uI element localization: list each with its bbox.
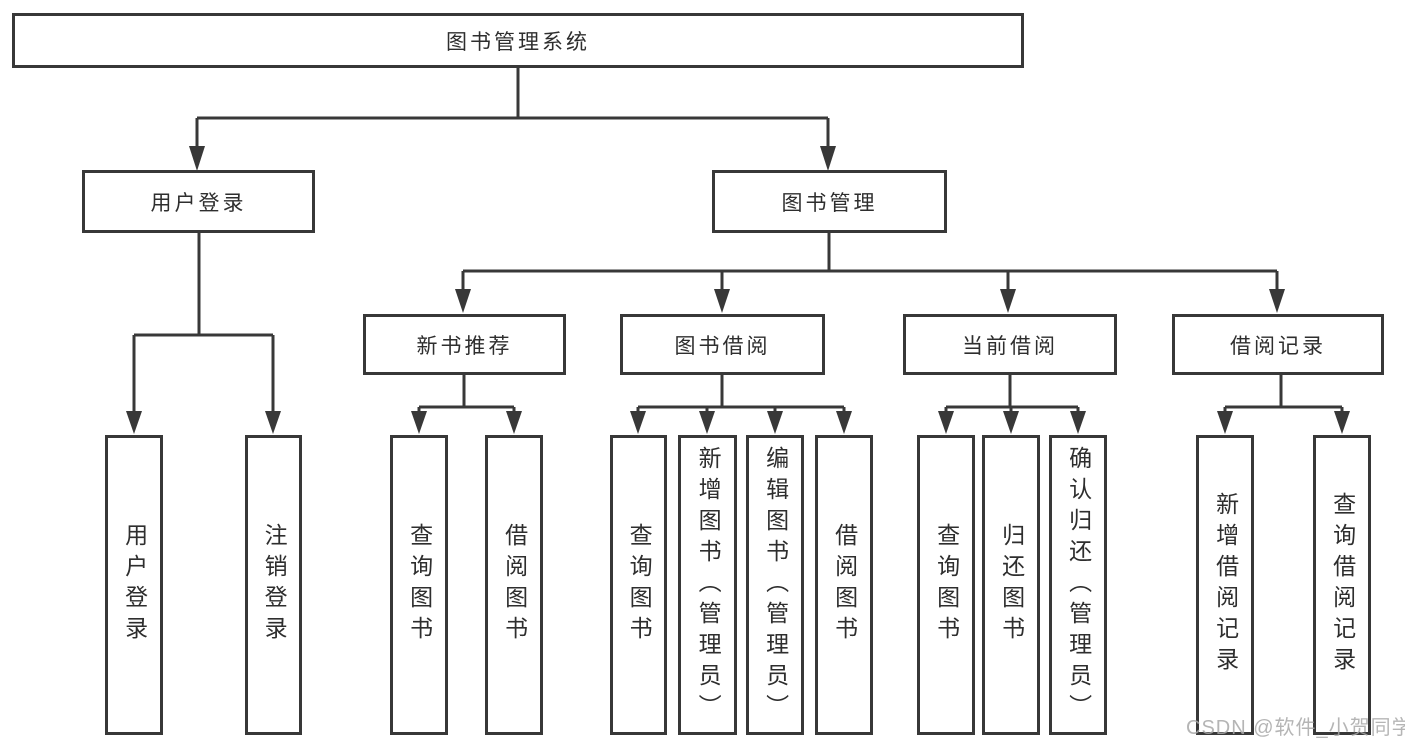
node-book-management: 图书管理 <box>712 170 947 233</box>
node-borrow-books-recommend: 借阅图书 <box>485 435 543 735</box>
node-user-login-leaf: 用户登录 <box>105 435 163 735</box>
node-label: 借阅记录 <box>1230 334 1326 358</box>
node-label: 借阅图书 <box>501 523 528 647</box>
node-label: 查询图书 <box>933 523 960 647</box>
node-query-books-recommend: 查询图书 <box>390 435 448 735</box>
node-label: 当前借阅 <box>962 334 1058 358</box>
node-confirm-return-admin: 确认归还（管理员） <box>1049 435 1107 735</box>
watermark: CSDN @软件_小贺同学 <box>1186 717 1405 739</box>
node-add-borrow-record: 新增借阅记录 <box>1196 435 1254 735</box>
node-label: 图书管理系统 <box>446 30 590 54</box>
node-label: 用户登录 <box>150 191 247 215</box>
node-book-borrowing: 图书借阅 <box>620 314 825 375</box>
node-label: 借阅图书 <box>831 523 858 647</box>
node-label: 图书借阅 <box>674 334 771 358</box>
node-library-management-system: 图书管理系统 <box>12 13 1024 68</box>
node-current-borrowing: 当前借阅 <box>903 314 1117 375</box>
node-query-books-current: 查询图书 <box>917 435 975 735</box>
node-label: 查询图书 <box>626 523 653 647</box>
node-borrowing-records: 借阅记录 <box>1172 314 1384 375</box>
node-label: 图书管理 <box>781 191 878 215</box>
node-add-books-admin: 新增图书（管理员） <box>678 435 737 735</box>
node-label: 查询图书 <box>406 523 433 647</box>
node-logout: 注销登录 <box>245 435 302 735</box>
node-label: 新增图书（管理员） <box>695 445 722 725</box>
node-user-login: 用户登录 <box>82 170 315 233</box>
arrowheads <box>126 146 1350 434</box>
node-label: 用户登录 <box>121 523 148 647</box>
node-borrow-books-leaf: 借阅图书 <box>815 435 873 735</box>
node-query-borrow-record: 查询借阅记录 <box>1313 435 1371 735</box>
node-query-books-borrow: 查询图书 <box>610 435 667 735</box>
node-return-books: 归还图书 <box>982 435 1040 735</box>
node-label: 编辑图书（管理员） <box>762 445 789 725</box>
node-label: 注销登录 <box>261 523 288 647</box>
node-label: 确认归还（管理员） <box>1065 445 1092 725</box>
node-new-book-recommendation: 新书推荐 <box>363 314 566 375</box>
node-label: 新书推荐 <box>416 334 513 358</box>
node-edit-books-admin: 编辑图书（管理员） <box>746 435 804 735</box>
node-label: 新增借阅记录 <box>1212 492 1239 678</box>
node-label: 归还图书 <box>998 523 1025 647</box>
node-label: 查询借阅记录 <box>1329 492 1356 678</box>
